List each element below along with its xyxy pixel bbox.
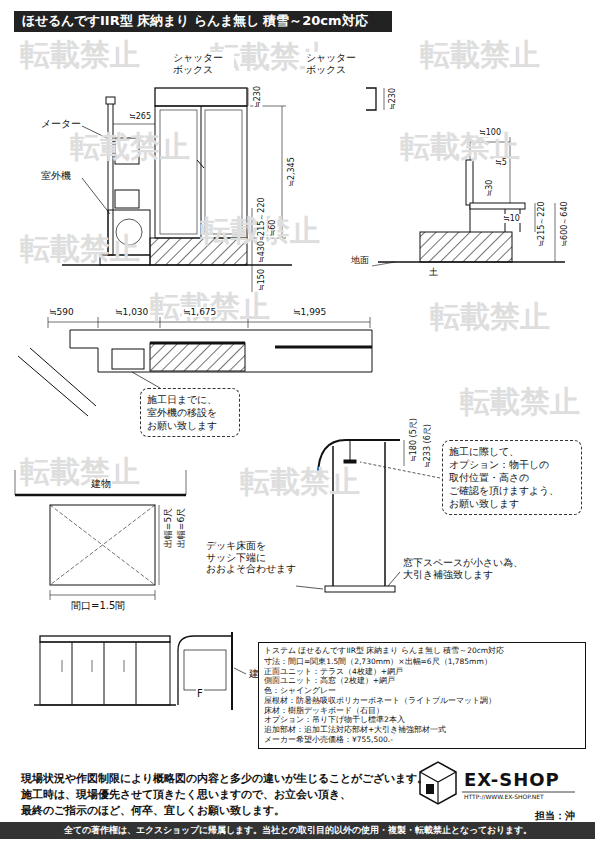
dimension: ≒100 [478,128,502,137]
dimension: ≒230 [253,85,262,109]
ground-label: 地面 [350,255,370,265]
callout-box: 施工に際して、 オプション：物干しの 取付位置・高さの ご確認を頂けますよう、 … [442,440,582,515]
part-label: シャッター ボックス [305,52,367,75]
dimension: ≒60 [268,219,277,238]
part-label: シャッター ボックス [172,52,234,75]
dimension: ≒2,345 [287,156,296,188]
dimension: ≒430 [257,240,266,264]
part-label: 建物 [90,478,112,490]
dimension: ≒215～220 [537,200,546,247]
logo-text: EX-SHOP [463,770,561,791]
part-label: 室外機 [40,170,72,182]
copyright-band: 全ての著作権は、エクスショップに帰属します。当社との取引目的以外の使用・複製・転… [0,822,595,839]
spec-line: 追加部材：追加工法対応部材+大引き補強部材一式 [264,725,580,735]
part-label: F [196,688,204,700]
dimension: ≒265 [128,112,152,121]
watermark: 転載禁止 [20,38,140,73]
spec-line: オプション：吊り下げ物干し標準2本入 [264,715,580,725]
watermark: 転載禁止 [420,38,540,73]
note: 窓下スペースが小さい為、 大引き補強致します [402,557,569,580]
spec-line: メーカー希望小売価格：¥755,500.- [264,735,580,745]
logo-url: HTTP://WWW.EX-SHOP.NET [463,794,545,801]
dimension: ≒5 [494,158,508,167]
watermark: 転載禁止 [460,385,580,420]
dimension: 間口=1.5間 [70,600,126,612]
watermark: 転載禁止 [70,130,190,165]
spec-line: 側面ユニット：高窓（2枚建）+網戸 [264,676,580,686]
dimension: ≒215～220 [257,196,266,243]
part-label: メーター [40,118,82,130]
callout-box: 施工日までに、 室外機の移設を お願い致します [140,388,240,437]
footer-note: 現場状況や作図制限により概略図の内容と多少の違いが生じることがございます。 施工… [20,771,407,819]
spec-line: 正面ユニット：テラス（4枚建）+網戸 [264,667,580,677]
dimension: ≒233 (6尺) [423,423,432,469]
staff-label: 担当：沖 [534,810,576,822]
dimension: ≒1,675 [182,307,217,317]
watermark: 転載禁止 [430,300,550,335]
ground-label: 土 [428,267,439,277]
callout-text: 施工に際して、 オプション：物干しの 取付位置・高さの ご確認を頂けますよう、 … [449,445,575,510]
spec-line: 寸法：間口=関東1.5間（2,730mm）×出幅=6尺（1,785mm） [264,657,580,667]
watermark: 転載禁止 [20,455,140,490]
watermark: 転載禁止 [240,465,360,500]
spec-box: トステム ほせるんですIIR型 床納まり らんま無し 積雪～20cm対応寸法：間… [258,642,586,749]
dimension: ≒150 [257,268,266,292]
spec-line: 色：シャイングレー [264,686,580,696]
title-text: ほせるんですIIR型 床納まり らんま無し 積雪～20cm対応 [22,14,368,29]
dimension: ≒1,030 [114,307,149,317]
note: デッキ床面を サッシ下端に おおよそ合わせます [205,540,302,575]
callout-text: 施工日までに、 室外機の移設を お願い致します [147,393,233,432]
spec-line: 屋根材：防暑熱吸収ポリカーボネート（ライトブルーマット調） [264,696,580,706]
dimension: ≒10 [502,214,521,223]
spec-line: 床材：樹脂デッキボード（石目） [264,706,580,716]
dimension: ≒1,995 [292,307,327,317]
copyright-text: 全ての著作権は、エクスショップに帰属します。当社との取引目的以外の使用・複製・転… [4,825,591,836]
dimension: 出幅=6尺 [176,507,186,549]
dimension: ≒230 [388,87,397,111]
watermark: 転載禁止 [20,232,140,267]
dimension: 出幅=5尺 [163,507,173,549]
dimension: ≒600～640 [560,200,569,247]
dimension: ≒590 [48,307,75,317]
spec-line: トステム ほせるんですIIR型 床納まり らんま無し 積雪～20cm対応 [264,646,580,656]
dimension: ≒180 (5尺) [409,417,418,463]
dimension: ≒30 [485,179,494,198]
